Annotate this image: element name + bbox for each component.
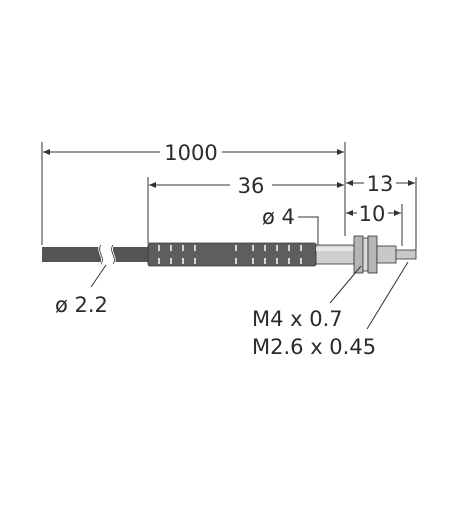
- thread-callouts: M4 x 0.7 M2.6 x 0.45: [252, 261, 409, 359]
- dimension-thread-length: 10: [346, 202, 403, 246]
- hex-nut-1: [353, 235, 364, 274]
- washer: [362, 237, 369, 272]
- dimension-overall-length: 1000: [41, 141, 346, 245]
- sleeve-length-label: 36: [238, 174, 265, 198]
- hex-nut-2: [367, 235, 378, 274]
- thread-to-tip-label: 13: [367, 172, 394, 196]
- sleeve-diameter-callout: ø 4: [262, 205, 319, 245]
- cable-diameter-callout: ø 2.2: [55, 264, 108, 317]
- cable-segment-right: [113, 247, 151, 262]
- large-thread-label: M4 x 0.7: [252, 307, 343, 331]
- flexible-sleeve: [147, 242, 317, 267]
- dimension-sleeve-length: 36: [147, 174, 344, 243]
- cable-segment-left: [42, 247, 101, 262]
- thread-length-label: 10: [359, 202, 386, 226]
- sleeve-ribs: [158, 245, 302, 264]
- cable-diameter-label: ø 2.2: [55, 293, 108, 317]
- overall-length-label: 1000: [164, 141, 217, 165]
- metal-ferrule: [315, 235, 417, 274]
- dimension-thread-to-tip: 13: [346, 172, 417, 250]
- sleeve-diameter-label: ø 4: [262, 205, 295, 229]
- tip: [395, 249, 417, 260]
- thread-shank: [376, 245, 397, 264]
- cable: [42, 244, 151, 265]
- small-thread-label: M2.6 x 0.45: [252, 335, 376, 359]
